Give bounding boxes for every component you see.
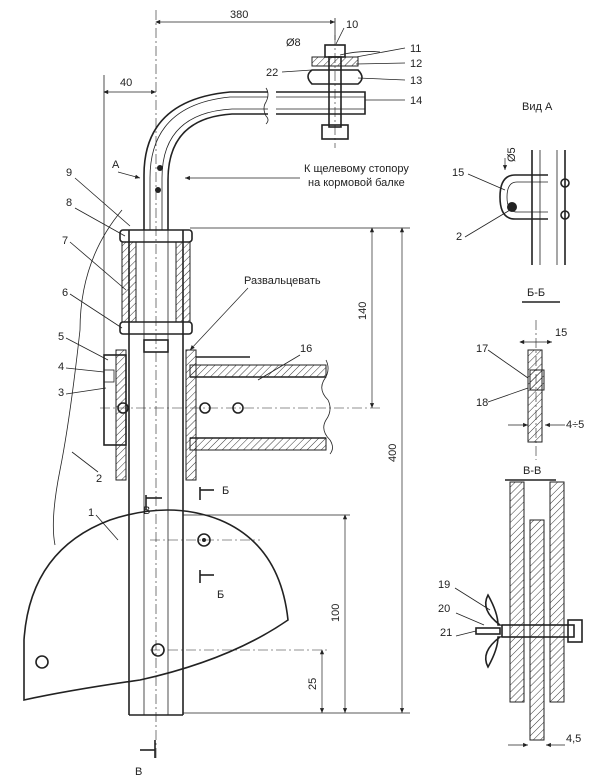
section-bb-title: Б-Б (527, 287, 545, 299)
part-12: 12 (410, 58, 422, 70)
dim-400: 400 (387, 444, 399, 462)
view-labels: Вид А Б-Б В-В А Б Б В В (112, 101, 553, 778)
view-a-title: Вид А (522, 101, 553, 113)
dim-15: 15 (555, 327, 567, 339)
part-20: 20 (438, 603, 450, 615)
part-14: 14 (410, 95, 422, 107)
dim-140: 140 (357, 302, 369, 320)
part-10: 10 (346, 19, 358, 31)
part-3: 3 (58, 387, 64, 399)
dim-4to5: 4÷5 (566, 419, 584, 431)
dim-40: 40 (120, 77, 132, 89)
part-11: 11 (410, 43, 421, 55)
main-tube (128, 10, 184, 760)
part-numbers: 9 8 7 6 5 4 3 2 1 10 11 12 13 14 22 16 1… (58, 19, 488, 639)
note-stopper-2: на кормовой балке (308, 177, 405, 189)
cut-v-bottom: В (135, 766, 142, 778)
dim-380: 380 (230, 9, 248, 21)
part-15: 15 (452, 167, 464, 179)
bushing-assembly (103, 229, 197, 481)
transom-beam (100, 356, 380, 455)
dim-d8: Ø8 (286, 37, 301, 49)
bent-tube (143, 87, 366, 230)
dim-25: 25 (307, 678, 319, 690)
leader-lines (65, 27, 529, 637)
note-flare: Развальцевать (244, 275, 321, 287)
dimension-lines (103, 18, 410, 714)
section-vv-title: В-В (523, 465, 541, 477)
dim-100: 100 (330, 604, 342, 622)
part-17: 17 (476, 343, 488, 355)
part-21: 21 (440, 627, 452, 639)
part-6: 6 (62, 287, 68, 299)
part-8: 8 (66, 197, 72, 209)
section-b-b (508, 301, 565, 460)
transom-outline (52, 209, 123, 546)
section-cut-lines (140, 487, 214, 758)
part-7: 7 (62, 235, 68, 247)
part-1: 1 (88, 507, 94, 519)
part-2: 2 (96, 473, 102, 485)
part-9: 9 (66, 167, 72, 179)
part-5: 5 (58, 331, 64, 343)
part-22: 22 (266, 67, 278, 79)
part-16: 16 (300, 343, 312, 355)
note-stopper-1: К щелевому стопору (304, 163, 409, 175)
part-19: 19 (438, 579, 450, 591)
view-a (499, 150, 570, 265)
top-bolt-assembly (307, 35, 381, 148)
part-4: 4 (58, 361, 64, 373)
section-v-v (475, 479, 583, 748)
part-13: 13 (410, 75, 422, 87)
cut-v-top: В (143, 505, 150, 517)
cut-b-bottom: Б (217, 589, 224, 601)
notes: К щелевому стопору на кормовой балке Раз… (244, 163, 409, 287)
arrow-a-label: А (112, 159, 120, 171)
rudder-blade (23, 509, 330, 701)
dim-d5: Ø5 (506, 147, 518, 162)
cut-b-top: Б (222, 485, 229, 497)
dim-4-5: 4,5 (566, 733, 581, 745)
part-2-view-a: 2 (456, 231, 462, 243)
part-18: 18 (476, 397, 488, 409)
dimension-labels: 380 40 140 400 100 25 Ø8 Ø5 15 4÷5 4,5 (120, 9, 584, 745)
